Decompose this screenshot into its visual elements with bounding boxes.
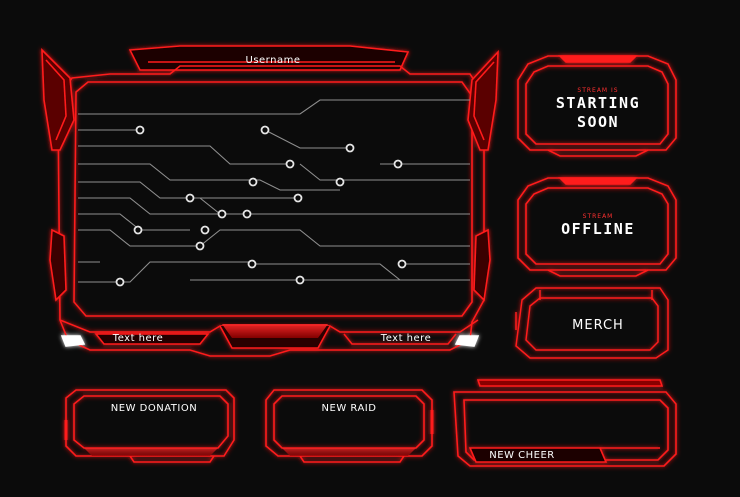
right-text-label: Text here (380, 333, 432, 344)
left-text-label: Text here (112, 333, 164, 344)
raid-label: NEW RAID (321, 403, 377, 414)
username-label: Username (245, 55, 301, 66)
starting-line2: SOON (576, 113, 620, 131)
raid-glow (282, 448, 416, 456)
donation-glow (84, 448, 218, 456)
merch-title: MERCH (572, 318, 624, 333)
main-webcam-frame (41, 45, 499, 357)
circuit-nodes (115, 125, 407, 287)
offline-panel (517, 177, 677, 277)
main-frame-glow (222, 324, 328, 338)
circuit-lines (78, 99, 470, 283)
offline-title: OFFLINE (561, 220, 635, 238)
offline-prefix: STREAM (582, 213, 614, 220)
starting-prefix: STREAM IS (577, 87, 619, 94)
merch-panel (515, 287, 669, 359)
cheer-alert-panel (453, 379, 677, 467)
cheer-label: NEW CHEER (489, 450, 555, 461)
donation-label: NEW DONATION (110, 403, 198, 414)
starting-soon-panel (517, 55, 677, 157)
starting-line1: STARTING (555, 94, 641, 112)
